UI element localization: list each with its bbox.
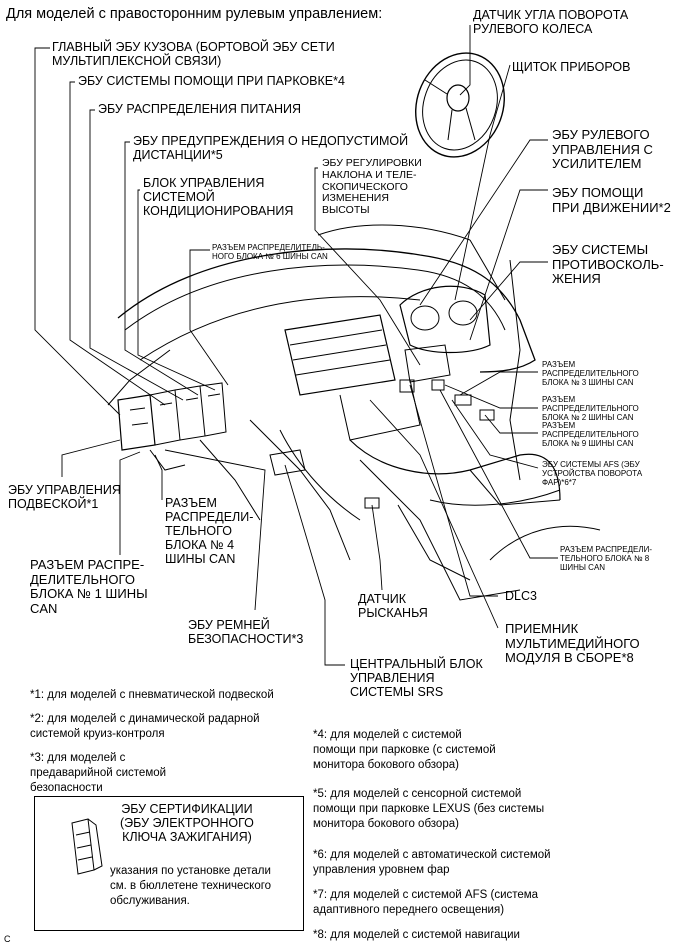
yaw-sensor-module: [269, 449, 306, 476]
label-parking-assist-ecu: ЭБУ СИСТЕМЫ ПОМОЩИ ПРИ ПАРКОВКЕ*4: [78, 74, 345, 88]
cert-ecu-icon: [71, 818, 103, 875]
label-multimedia-receiver: ПРИЕМНИК МУЛЬТИМЕДИЙНОГО МОДУЛЯ В СБОРЕ*…: [505, 621, 640, 666]
label-instrument-panel: ЩИТОК ПРИБОРОВ: [512, 60, 631, 74]
floor-console: [349, 439, 561, 501]
label-can-j1: РАЗЪЕМ РАСПРЕ- ДЕЛИТЕЛЬНОГО БЛОКА № 1 ШИ…: [30, 557, 148, 616]
label-can-j6: РАЗЪЕМ РАСПРЕДЕЛИТЕЛЬ- НОГО БЛОКА № 6 ШИ…: [212, 243, 328, 262]
steering-angle-sensor-shape: [446, 84, 470, 112]
label-can-j3: РАЗЪЕМ РАСПРЕДЕЛИТЕЛЬНОГО БЛОКА № 3 ШИНЫ…: [542, 360, 639, 388]
page-header: Для моделей с правосторонним рулевым упр…: [6, 6, 383, 22]
label-can-j9: РАЗЪЕМ РАСПРЕДЕЛИТЕЛЬНОГО БЛОКА № 9 ШИНЫ…: [542, 421, 639, 449]
label-can-j4: РАЗЪЕМ РАСПРЕДЕЛИ- ТЕЛЬНОГО БЛОКА № 4 ШИ…: [165, 496, 254, 566]
label-can-j2: РАЗЪЕМ РАСПРЕДЕЛИТЕЛЬНОГО БЛОКА № 2 ШИНЫ…: [542, 395, 639, 423]
label-main-body-ecu: ГЛАВНЫЙ ЭБУ КУЗОВА (БОРТОВОЙ ЭБУ СЕТИ МУ…: [52, 40, 335, 68]
cert-ecu-title: ЭБУ СЕРТИФИКАЦИИ (ЭБУ ЭЛЕКТРОННОГО КЛЮЧА…: [120, 802, 254, 844]
footnote-6: *6: для моделей с автоматической системо…: [313, 849, 551, 876]
footnote-4: *4: для моделей с системой помощи при па…: [313, 729, 496, 771]
cert-ecu-note: указания по установке детали см. в бюлле…: [110, 865, 272, 907]
label-eps-ecu: ЭБУ РУЛЕВОГО УПРАВЛЕНИЯ С УСИЛИТЕЛЕМ: [552, 127, 653, 172]
label-yaw-sensor: ДАТЧИК РЫСКАНЬЯ: [358, 592, 428, 620]
instrument-cluster: [399, 285, 491, 354]
label-suspension-ecu: ЭБУ УПРАВЛЕНИЯ ПОДВЕСКОЙ*1: [8, 483, 121, 511]
steering-wheel: [415, 52, 505, 158]
corner-mark: C: [4, 934, 11, 944]
label-tilt-tele-ecu: ЭБУ РЕГУЛИРОВКИ НАКЛОНА И ТЕЛЕ- СКОПИЧЕС…: [322, 157, 422, 216]
label-afs-ecu: ЭБУ СИСТЕМЫ AFS (ЭБУ УСТРОЙСТВА ПОВОРОТА…: [542, 460, 643, 488]
footnote-1: *1: для моделей с пневматической подвеск…: [30, 689, 274, 701]
center-stack: [284, 314, 396, 396]
footnote-5: *5: для моделей с сенсорной системой пом…: [313, 788, 545, 830]
label-steering-sensor: ДАТЧИК УГЛА ПОВОРОТА РУЛЕВОГО КОЛЕСА: [473, 8, 629, 36]
cert-ecu-box: [34, 796, 304, 931]
label-drive-assist-ecu: ЭБУ ПОМОЩИ ПРИ ДВИЖЕНИИ*2: [552, 185, 671, 215]
label-seatbelt-ecu: ЭБУ РЕМНЕЙ БЕЗОПАСНОСТИ*3: [188, 618, 304, 646]
label-ac-control: БЛОК УПРАВЛЕНИЯ СИСТЕМОЙ КОНДИЦИОНИРОВАН…: [143, 176, 294, 218]
label-power-dist-ecu: ЭБУ РАСПРЕДЕЛЕНИЯ ПИТАНИЯ: [98, 102, 301, 116]
label-dlc3: DLC3: [505, 589, 537, 603]
label-srs-center: ЦЕНТРАЛЬНЫЙ БЛОК УПРАВЛЕНИЯ СИСТЕМЫ SRS: [350, 657, 483, 699]
label-can-j8: РАЗЪЕМ РАСПРЕДЕЛИ- ТЕЛЬНОГО БЛОКА № 8 ШИ…: [560, 545, 653, 573]
footnote-2: *2: для моделей с динамической радарной …: [30, 713, 260, 740]
footnote-8: *8: для моделей с системой навигации: [313, 929, 520, 941]
footnote-7: *7: для моделей с системой AFS (система …: [313, 889, 539, 916]
ecu-cluster-left: [117, 394, 156, 451]
label-distance-warning-ecu: ЭБУ ПРЕДУПРЕЖДЕНИЯ О НЕДОПУСТИМОЙ ДИСТАН…: [133, 134, 409, 162]
footnote-3: *3: для моделей с предаварийной системой…: [30, 752, 167, 794]
label-skid-control-ecu: ЭБУ СИСТЕМЫ ПРОТИВОСКОЛЬ- ЖЕНИЯ: [552, 242, 664, 287]
dashboard-outline: [117, 248, 536, 373]
